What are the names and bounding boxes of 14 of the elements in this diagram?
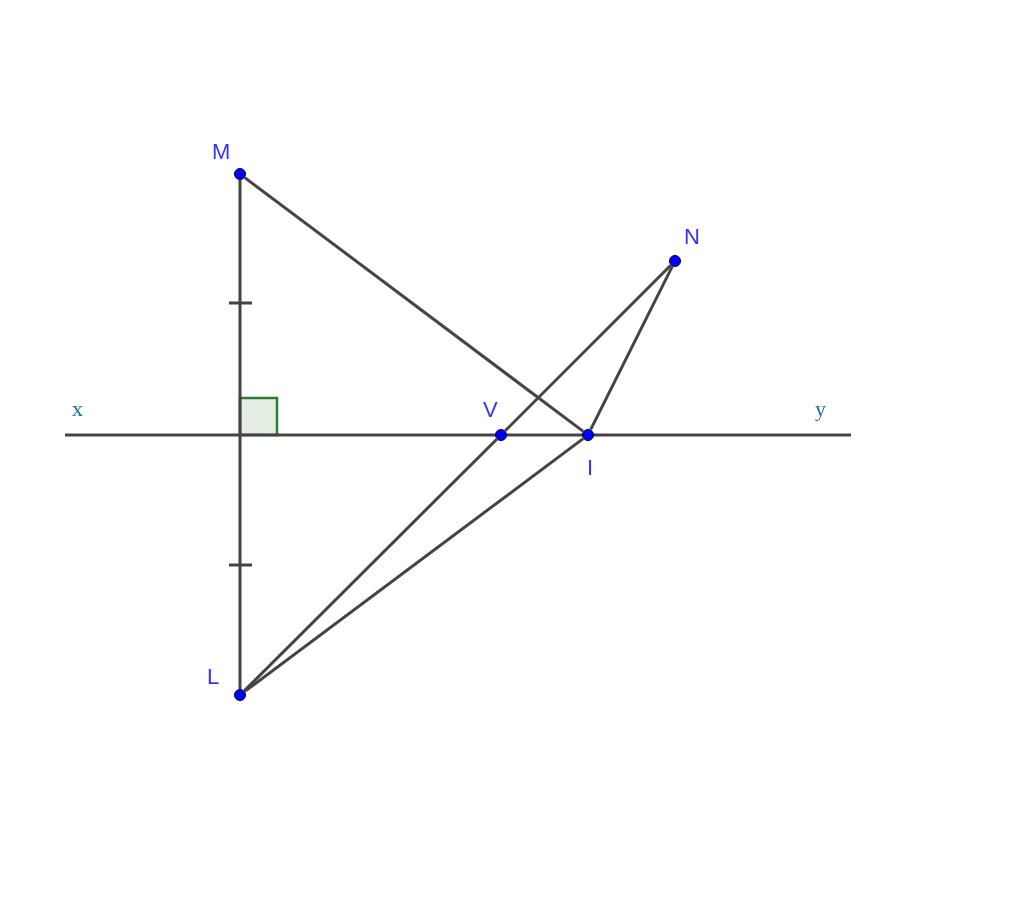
point-label: N xyxy=(684,226,700,248)
point-label: I xyxy=(587,457,594,479)
line-segment xyxy=(243,176,585,433)
line-segment xyxy=(238,180,242,689)
line-segment xyxy=(504,264,672,432)
line-segment xyxy=(65,433,851,437)
point-label: V xyxy=(483,399,498,421)
line-end-label: y xyxy=(815,398,826,420)
line-segment xyxy=(243,438,498,692)
line-segment xyxy=(589,265,674,431)
line-end-label: x xyxy=(72,398,83,420)
point-label: M xyxy=(212,141,231,163)
point-label: L xyxy=(207,666,220,688)
line-segment xyxy=(243,437,585,693)
